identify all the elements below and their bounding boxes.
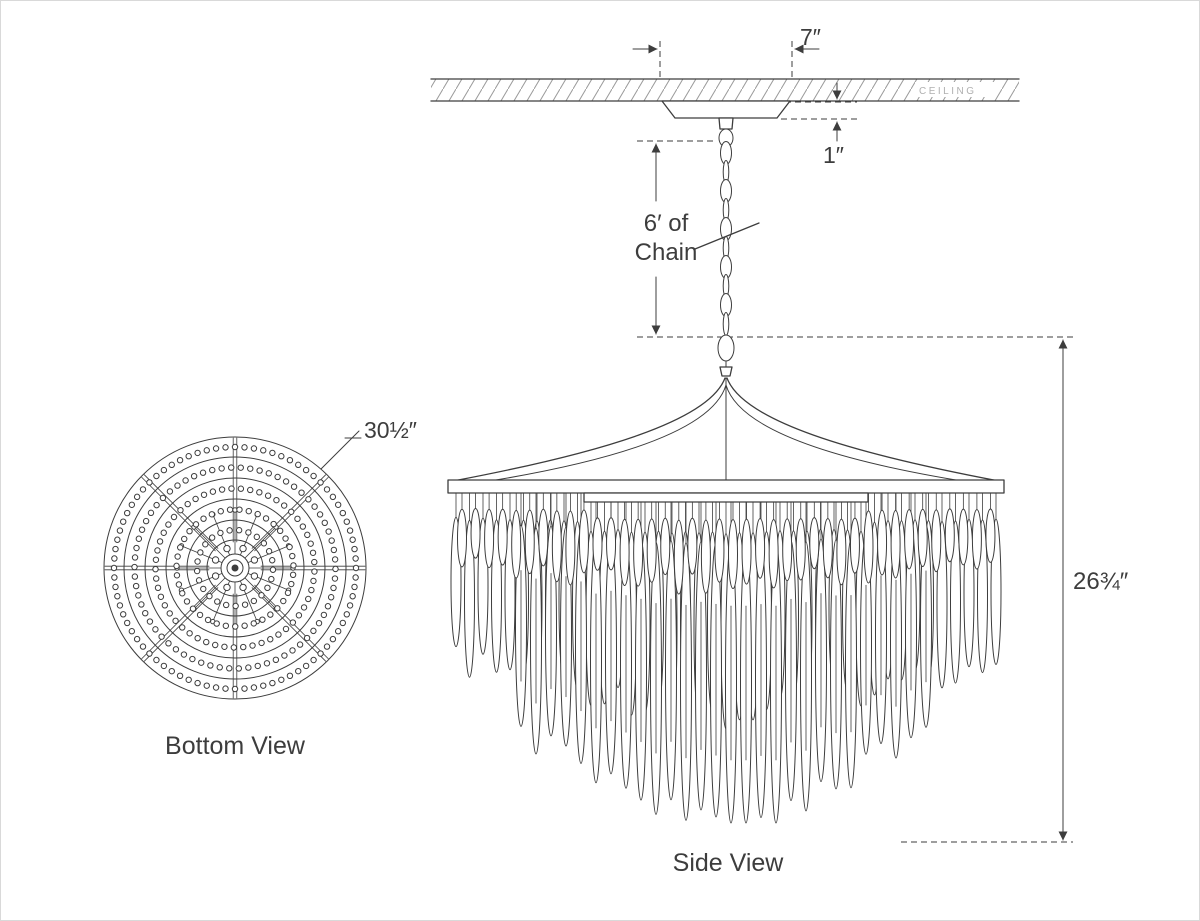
arm-right-outer <box>726 377 1000 482</box>
fixture-height-label: 26¾″ <box>1073 568 1129 595</box>
crystal-layer-front <box>457 492 996 595</box>
chain-bottom-fitting <box>717 334 735 377</box>
bottom-view-drawing <box>103 436 367 700</box>
chain-length-label-line1: 6′ of <box>644 210 689 237</box>
side-view-frame <box>447 377 1005 503</box>
fitting-collar <box>719 366 733 377</box>
ceiling-band: CEILING <box>430 78 1020 102</box>
hang-loop <box>717 334 735 362</box>
dim-canopy-drop: 1″ <box>823 82 844 168</box>
outer-ring-band <box>447 479 1005 494</box>
arm-left-outer <box>452 377 726 482</box>
canopy-stem <box>718 117 734 130</box>
ceiling-label-box <box>915 82 995 97</box>
ceiling-label: CEILING <box>919 86 977 97</box>
dim-chain-length: 6′ of Chain <box>635 143 698 335</box>
side-view-caption: Side View <box>673 849 785 877</box>
canopy-width-label: 7″ <box>800 24 821 50</box>
dim-bottom-diameter: 30½″ <box>320 417 417 470</box>
bottom-diameter-label: 30½″ <box>364 417 417 443</box>
bottom-view-caption: Bottom View <box>165 732 306 760</box>
canopy-drop-label: 1″ <box>823 142 844 168</box>
chain-break-mark <box>694 222 760 250</box>
ceiling-hatch <box>431 79 1019 101</box>
dim-canopy-width: 7″ <box>632 24 821 54</box>
arm-right-inner <box>725 384 982 485</box>
canopy-body <box>661 100 791 119</box>
inner-ring-band <box>583 492 869 503</box>
canopy <box>661 100 791 148</box>
arm-left-inner <box>470 384 727 485</box>
leader-line <box>320 430 360 470</box>
chain-length-label-line2: Chain <box>635 239 698 266</box>
dim-fixture-height: 26¾″ <box>1058 339 1129 841</box>
extension-lines <box>637 41 1073 843</box>
chain <box>720 141 732 336</box>
